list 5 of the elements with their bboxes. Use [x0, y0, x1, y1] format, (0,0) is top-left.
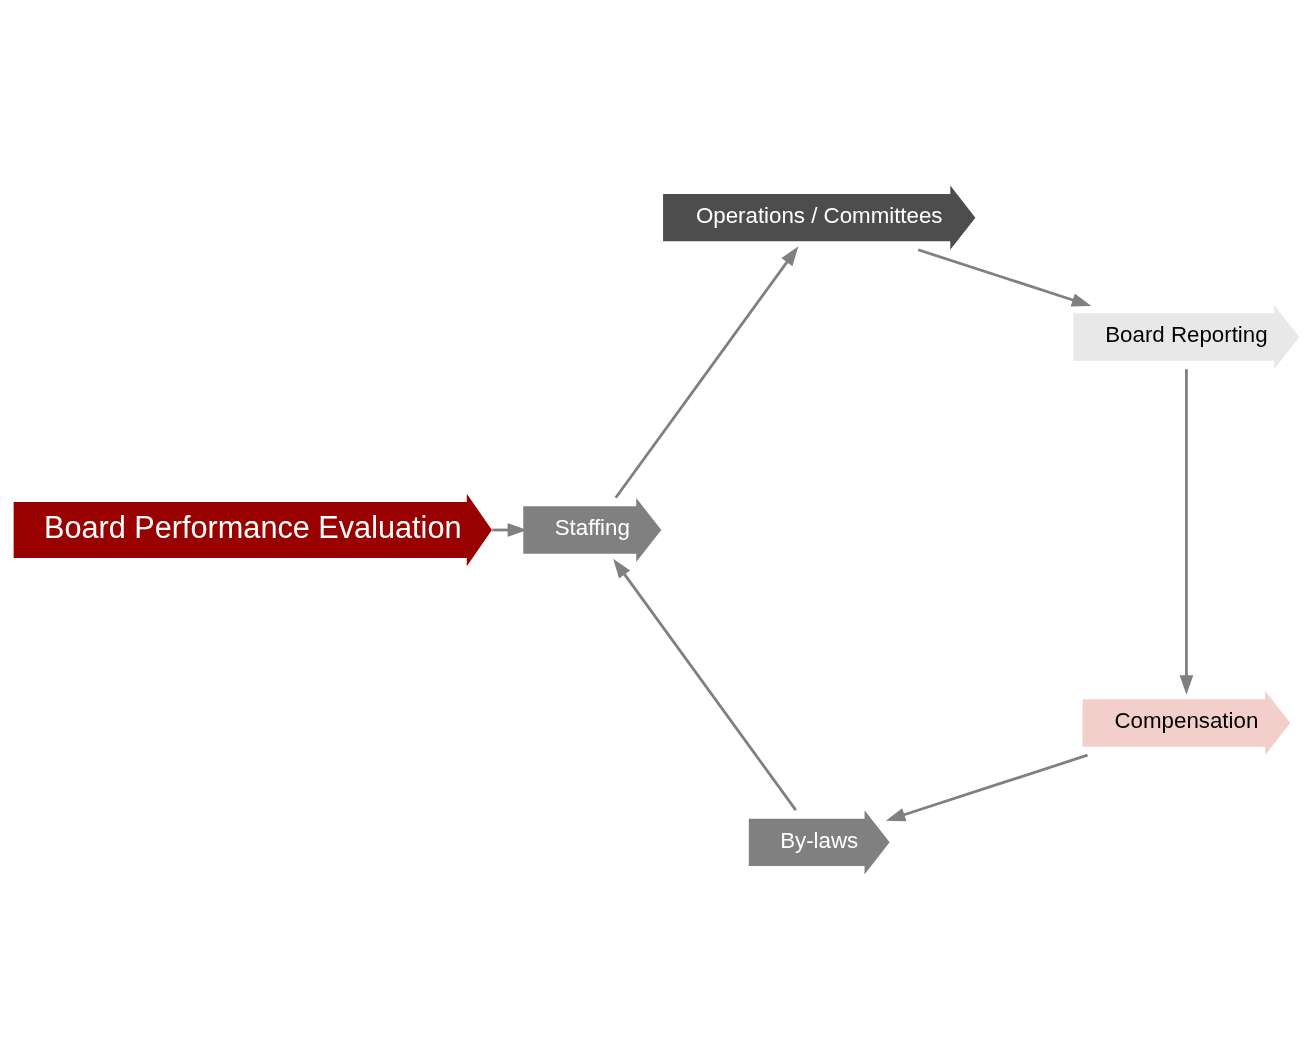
- arrow: [917, 248, 1092, 307]
- arrow: [613, 558, 797, 811]
- arrow: [885, 753, 1088, 822]
- arrow: [1179, 369, 1194, 695]
- arrow: [614, 246, 799, 499]
